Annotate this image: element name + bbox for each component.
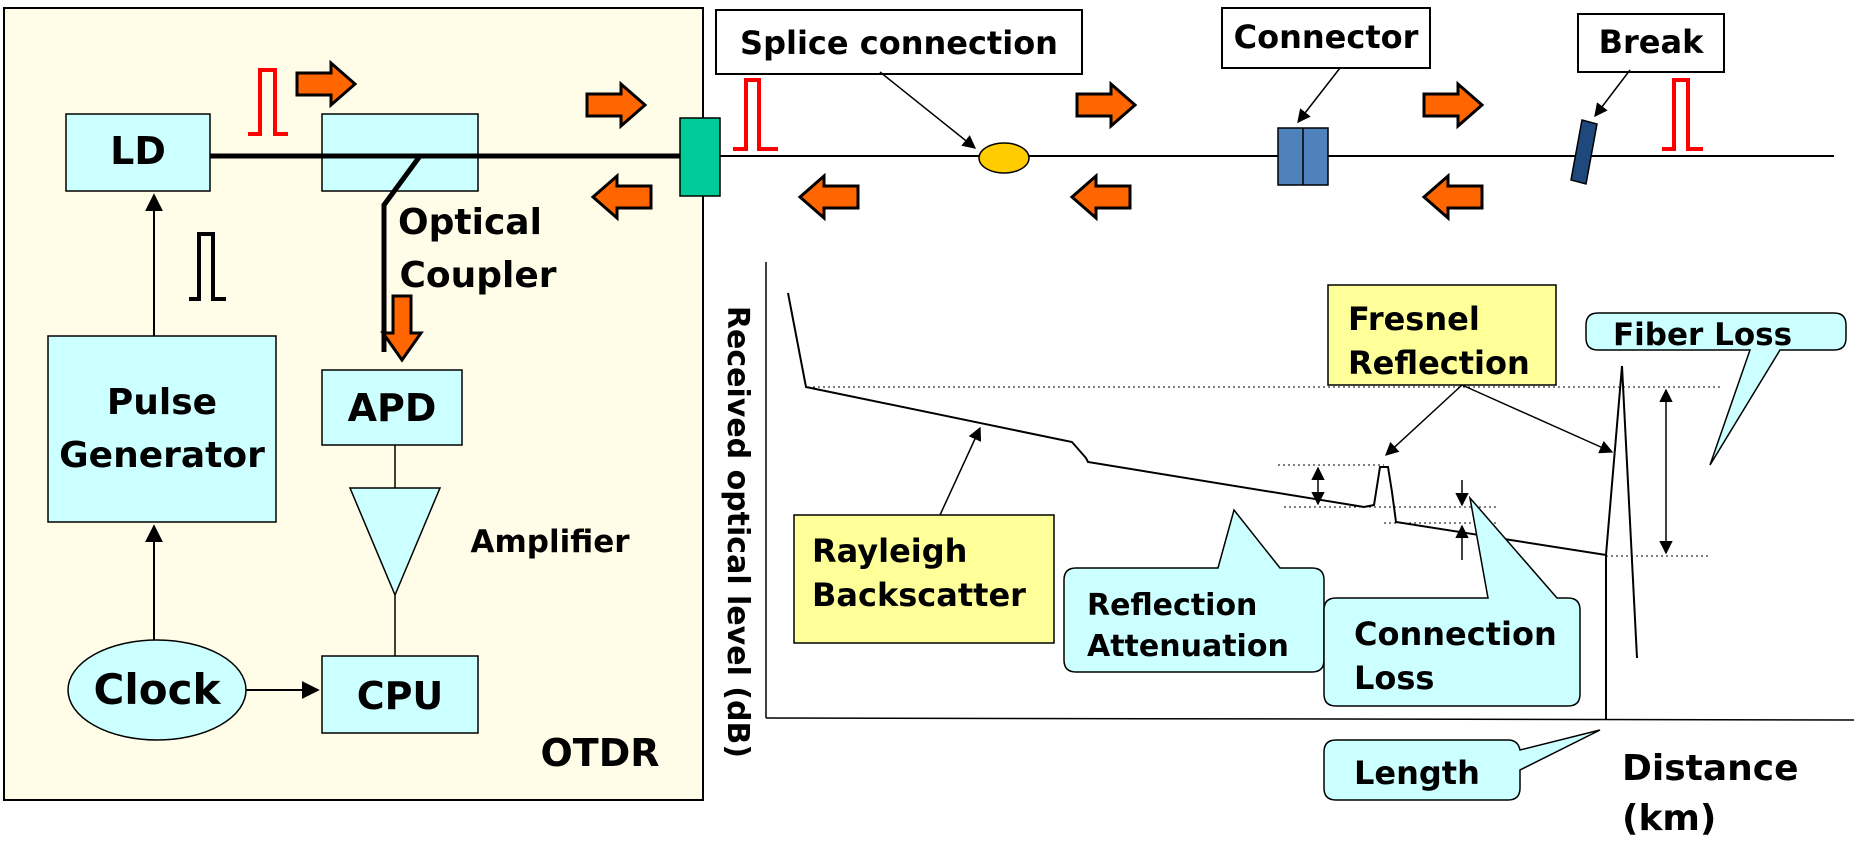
rayleigh-backscatter-note bbox=[793, 514, 1055, 644]
connection-loss-callout bbox=[1323, 495, 1581, 707]
fiber-loss-callout bbox=[1585, 312, 1847, 466]
apd-box bbox=[321, 369, 463, 446]
pulse-icon-end bbox=[1662, 78, 1703, 151]
cpu-box bbox=[321, 655, 479, 734]
backward-arrow-4 bbox=[1422, 174, 1484, 220]
amplifier-label: Amplifier bbox=[470, 524, 630, 560]
x-axis-label-line2: (km) bbox=[1622, 798, 1716, 839]
connector-pointer bbox=[1297, 67, 1341, 124]
x-axis-label-line1: Distance bbox=[1622, 748, 1799, 789]
optical-coupler-label-line1: Optical bbox=[398, 202, 542, 243]
pulse-generator-box bbox=[47, 335, 277, 523]
optical-coupler-box bbox=[321, 113, 479, 192]
reflection-attenuation-line1: Reflection bbox=[1087, 588, 1257, 623]
backward-arrow-3 bbox=[1070, 174, 1132, 220]
splice-connection-box bbox=[715, 9, 1083, 75]
forward-arrow-4 bbox=[1422, 82, 1484, 128]
cpu-label: CPU bbox=[357, 674, 444, 718]
fiber-loss-label: Fiber Loss bbox=[1613, 317, 1792, 353]
pulse-generator-label-line2: Generator bbox=[59, 435, 265, 476]
clock-label: Clock bbox=[94, 665, 222, 714]
y-axis-label: Received optical level (dB) bbox=[720, 306, 755, 758]
fresnel-reflection-line2: Reflection bbox=[1348, 344, 1530, 382]
break-box bbox=[1577, 13, 1725, 73]
connection-loss-line2: Loss bbox=[1354, 659, 1434, 697]
break-marker bbox=[1570, 119, 1598, 185]
connector-label: Connector bbox=[1234, 18, 1419, 56]
coupler-branch-fiber bbox=[381, 154, 423, 352]
backward-arrow-2 bbox=[798, 174, 860, 220]
reflection-attenuation-line2: Attenuation bbox=[1087, 629, 1289, 664]
rayleigh-backscatter-line2: Backscatter bbox=[812, 576, 1026, 614]
connector-box bbox=[1221, 7, 1431, 69]
x-axis bbox=[765, 717, 1854, 721]
length-callout bbox=[1323, 729, 1601, 801]
fiber-port bbox=[679, 117, 721, 197]
splice-connection-label: Splice connection bbox=[740, 24, 1058, 62]
length-label: Length bbox=[1354, 754, 1480, 792]
pulse-icon-ld bbox=[248, 68, 288, 136]
ld-label: LD bbox=[110, 129, 166, 173]
reflection-attenuation-callout bbox=[1063, 508, 1325, 673]
fresnel-reflection-note bbox=[1327, 284, 1557, 386]
otdr-title: OTDR bbox=[540, 731, 659, 775]
fresnel-reflection-line1: Fresnel bbox=[1348, 300, 1480, 338]
pulse-icon-generator bbox=[189, 232, 226, 301]
apd-label: APD bbox=[348, 386, 437, 430]
fresnel-pointer-1 bbox=[1385, 384, 1463, 456]
break-label: Break bbox=[1599, 23, 1704, 61]
rayleigh-pointer bbox=[939, 426, 982, 516]
splice-pointer bbox=[879, 71, 977, 149]
pulse-generator-label-line1: Pulse bbox=[107, 382, 217, 423]
optical-coupler-label-line2: Coupler bbox=[399, 255, 556, 296]
connection-loss-line1: Connection bbox=[1354, 615, 1557, 653]
apd-input-arrow bbox=[380, 294, 424, 363]
splice-point bbox=[978, 142, 1030, 174]
pulse-icon-output bbox=[733, 78, 778, 151]
ld-box bbox=[65, 113, 211, 192]
forward-arrow-3 bbox=[1075, 82, 1137, 128]
otdr-trace bbox=[787, 292, 1638, 659]
fresnel-pointer-2 bbox=[1461, 384, 1614, 454]
rayleigh-backscatter-line1: Rayleigh bbox=[812, 532, 967, 570]
break-pointer bbox=[1594, 69, 1631, 118]
